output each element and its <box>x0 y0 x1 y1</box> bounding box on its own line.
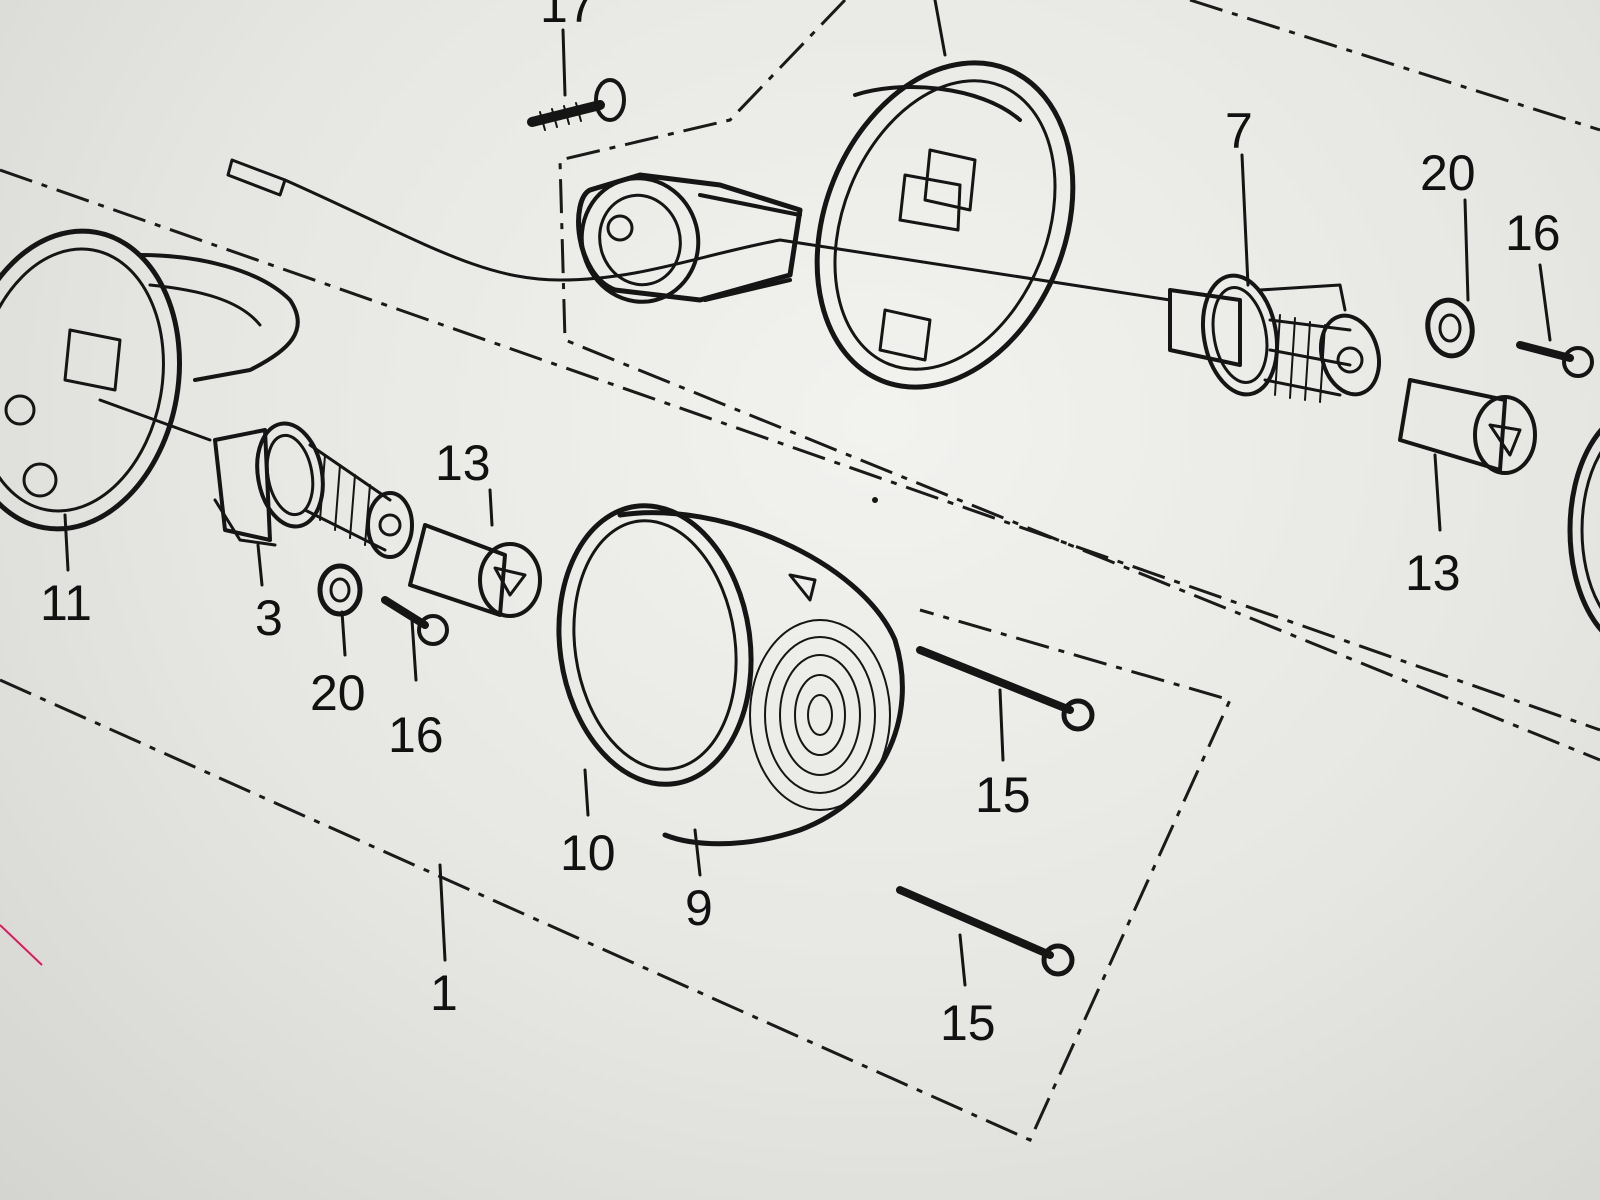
callout-20-upper: 20 <box>1420 145 1476 201</box>
callout-13-left: 13 <box>435 435 491 491</box>
callout-20-left: 20 <box>310 665 366 721</box>
callouts: 17 7 20 16 13 13 11 3 20 16 10 9 15 15 1 <box>40 0 1561 1051</box>
lens-edge-right <box>1567 427 1600 633</box>
bulb-left <box>408 523 542 618</box>
callout-11: 11 <box>40 575 92 631</box>
callout-9: 9 <box>685 880 713 936</box>
callout-1: 1 <box>430 965 458 1021</box>
callout-15-lower: 15 <box>940 995 996 1051</box>
screw-top <box>527 78 626 131</box>
screw-left-small <box>381 596 449 646</box>
callout-17: 17 <box>540 0 596 33</box>
screw-upper-small <box>1516 341 1594 378</box>
wire-lead <box>226 158 1172 302</box>
callout-13-upper: 13 <box>1405 545 1461 601</box>
leader-lines <box>63 0 1552 987</box>
upper-housing <box>814 60 1076 390</box>
callout-16-upper: 16 <box>1505 205 1561 261</box>
lens <box>556 503 905 847</box>
callout-15-upper: 15 <box>975 767 1031 823</box>
pen-mark <box>0 924 43 966</box>
callout-16-left: 16 <box>388 707 444 763</box>
left-housing <box>0 228 300 532</box>
assembly-outline-lower <box>0 168 1600 1142</box>
upper-bracket-stay <box>576 172 803 304</box>
callout-10: 10 <box>560 825 616 881</box>
stray-dot <box>872 497 878 503</box>
callout-3: 3 <box>255 590 283 646</box>
bulb-upper <box>1398 378 1537 475</box>
long-screw-upper <box>916 646 1095 732</box>
socket-left <box>213 421 414 559</box>
assembly-outline-upper <box>558 0 1600 762</box>
callout-7: 7 <box>1225 103 1253 159</box>
washer-upper <box>1425 297 1475 359</box>
long-screw-lower <box>896 886 1075 977</box>
socket-upper <box>1168 273 1381 403</box>
washer-left <box>317 563 363 617</box>
